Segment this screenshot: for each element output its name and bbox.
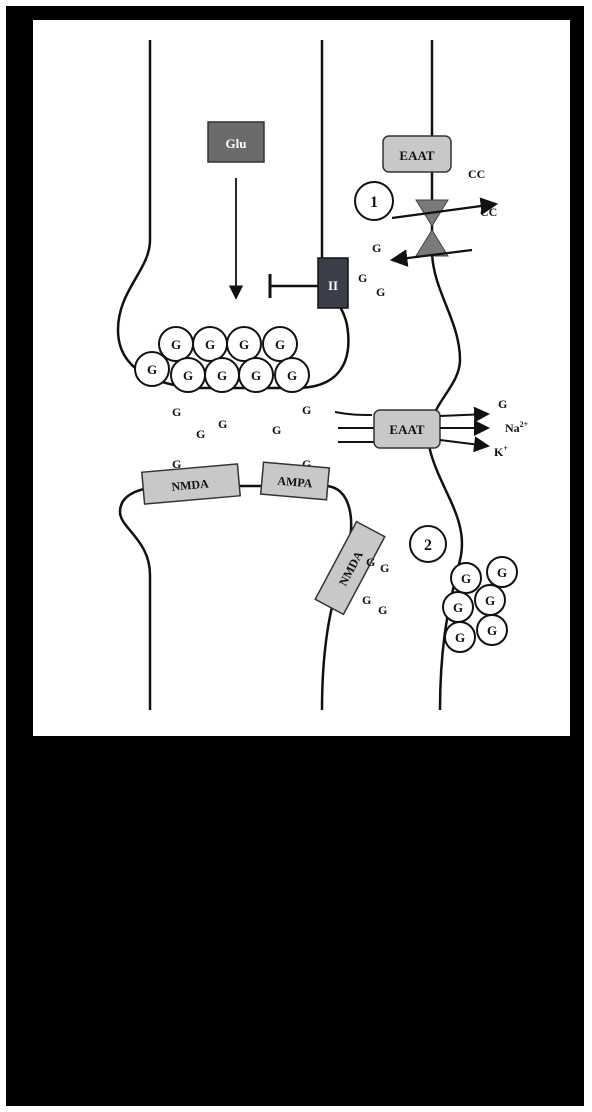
- g-label-eaat: G: [498, 397, 507, 411]
- vesicle-label: G: [171, 337, 181, 352]
- vesicle-label: G: [453, 600, 463, 615]
- cc-label-1: CC: [468, 167, 485, 181]
- vesicle-label: G: [147, 362, 157, 377]
- vesicle-astrocyte: G: [451, 563, 481, 593]
- na-text: Na: [505, 421, 520, 435]
- vesicle-label: G: [487, 623, 497, 638]
- g-extra-3: G: [362, 593, 371, 607]
- vesicle-astrocyte: G: [477, 615, 507, 645]
- vesicle-label: G: [239, 337, 249, 352]
- g-extra-4: G: [378, 603, 387, 617]
- vesicle-label: G: [287, 368, 297, 383]
- g-cleft-5: G: [302, 403, 311, 417]
- eaat-top-label: EAAT: [399, 148, 434, 163]
- vesicle-pre: G: [171, 358, 205, 392]
- vesicle-pre: G: [227, 327, 261, 361]
- vesicle-astrocyte: G: [475, 585, 505, 615]
- cc-label-2: CC: [480, 205, 497, 219]
- inhibitor-label: II: [328, 278, 338, 293]
- g-extra-1: G: [366, 555, 375, 569]
- g-label-a: G: [372, 241, 381, 255]
- glu-label: Glu: [226, 136, 247, 151]
- g-extra-2: G: [380, 561, 389, 575]
- vesicle-label: G: [251, 368, 261, 383]
- marker-2-label: 2: [424, 537, 432, 554]
- vesicle-label: G: [455, 630, 465, 645]
- g-cleft-4: G: [272, 423, 281, 437]
- na-superscript: 2+: [520, 420, 529, 429]
- vesicle-label: G: [485, 593, 495, 608]
- vesicle-label: G: [217, 368, 227, 383]
- g-cleft-3: G: [218, 417, 227, 431]
- eaat-mid-label: EAAT: [389, 422, 424, 437]
- vesicle-label: G: [497, 565, 507, 580]
- vesicle-astrocyte: G: [445, 622, 475, 652]
- vesicle-label: G: [461, 571, 471, 586]
- k-superscript: +: [503, 444, 508, 453]
- g-cleft-2: G: [196, 427, 205, 441]
- vesicle-pre: G: [193, 327, 227, 361]
- vesicle-pre: G: [135, 352, 169, 386]
- vesicle-astrocyte: G: [443, 592, 473, 622]
- vesicle-label: G: [205, 337, 215, 352]
- vesicle-astrocyte: G: [487, 557, 517, 587]
- g-cleft-1: G: [172, 405, 181, 419]
- vesicle-pre: G: [239, 358, 273, 392]
- g-label-c: G: [376, 285, 385, 299]
- vesicle-pre: G: [205, 358, 239, 392]
- vesicle-pre: G: [263, 327, 297, 361]
- vesicle-label: G: [275, 337, 285, 352]
- vesicle-pre: G: [275, 358, 309, 392]
- vesicle-label: G: [183, 368, 193, 383]
- g-label-b: G: [358, 271, 367, 285]
- marker-1-label: 1: [370, 194, 378, 211]
